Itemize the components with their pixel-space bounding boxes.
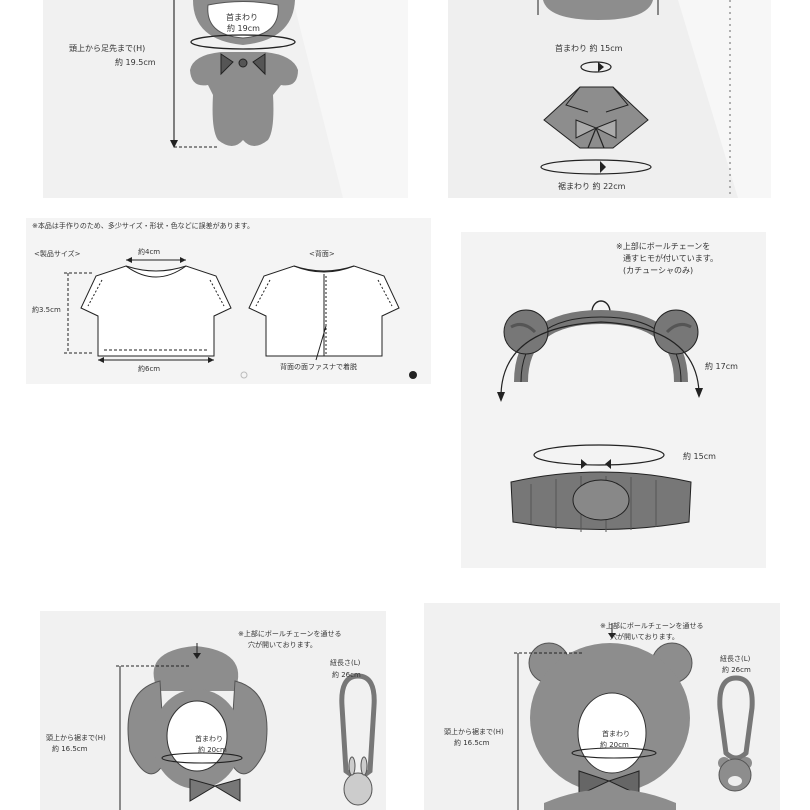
cape-panel: 首まわり 約 15cm 裾まわり 約 22cm: [448, 0, 771, 198]
headband-size: 約 17cm: [705, 362, 738, 371]
neck-value: 約 19cm: [227, 24, 260, 33]
plush-outfit-drawing: [43, 0, 408, 198]
height-value: 約 19.5cm: [115, 58, 156, 67]
cape-hem-label: 裾まわり 約 22cm: [558, 182, 626, 191]
bunny-height-value: 約 16.5cm: [52, 745, 88, 753]
bear-note-1: ※上部にボールチェーンを通せる: [600, 622, 704, 630]
zipper-note: 背面の面ファスナで着脱: [280, 363, 357, 371]
back-label: <背面>: [309, 250, 335, 258]
headband-note-2: 通すヒモが付いています。: [623, 254, 718, 263]
bunny-note-1: ※上部にボールチェーンを通せる: [238, 630, 342, 638]
product-size-label: <製品サイズ>: [34, 250, 81, 258]
neck-label: 首まわり: [226, 13, 258, 22]
neck-width-label: 約4cm: [138, 248, 161, 256]
scrunchie-size: 約 15cm: [683, 452, 716, 461]
shirt-width-label: 約6cm: [138, 365, 161, 373]
bunny-neck-value: 約 20cm: [198, 746, 227, 754]
cape-drawing: [448, 0, 771, 198]
headband-panel: ※上部にボールチェーンを 通すヒモが付いています。 (カチューシャのみ) 約 1…: [461, 232, 766, 568]
bunny-strap-label: 紐長さ(L): [330, 659, 361, 667]
headband-note-1: ※上部にボールチェーンを: [616, 242, 711, 251]
bear-note-2: 穴が開いております。: [610, 633, 679, 641]
bunny-strap-value: 約 26cm: [332, 671, 361, 679]
height-label: 頭上から足先まで(H): [69, 44, 146, 53]
bear-neck-label: 首まわり: [602, 730, 630, 738]
shirt-size-panel: ※本品は手作りのため、多少サイズ・形状・色などに誤差があります。 <製品サイズ>…: [26, 218, 431, 384]
headband-note-3: (カチューシャのみ): [623, 266, 694, 275]
bear-strap-label: 紐長さ(L): [720, 655, 751, 663]
cape-neck-label: 首まわり 約 15cm: [555, 44, 623, 53]
bunny-note-2: 穴が開いております。: [248, 641, 317, 649]
bunny-neck-label: 首まわり: [195, 735, 223, 743]
shirt-diagram: [26, 218, 431, 384]
bunny-hood-drawing: [40, 611, 386, 810]
shirt-note: ※本品は手作りのため、多少サイズ・形状・色などに誤差があります。: [32, 222, 254, 230]
bear-height-label: 頭上から裾まで(H): [444, 728, 504, 736]
bear-neck-value: 約 20cm: [600, 741, 629, 749]
bear-hood-panel: ※上部にボールチェーンを通せる 穴が開いております。 紐長さ(L) 約 26cm…: [424, 603, 780, 810]
bear-strap-value: 約 26cm: [722, 666, 751, 674]
headband-drawing: [461, 232, 766, 568]
bunny-hood-panel: ※上部にボールチェーンを通せる 穴が開いております。 紐長さ(L) 約 26cm…: [40, 611, 386, 810]
shirt-height-label: 約3.5cm: [32, 306, 61, 314]
bear-height-value: 約 16.5cm: [454, 739, 490, 747]
bunny-height-label: 頭上から裾まで(H): [46, 734, 106, 742]
bear-hood-drawing: [424, 603, 780, 810]
plush-outfit-panel: 首まわり 約 19cm 頭上から足先まで(H) 約 19.5cm: [43, 0, 408, 198]
